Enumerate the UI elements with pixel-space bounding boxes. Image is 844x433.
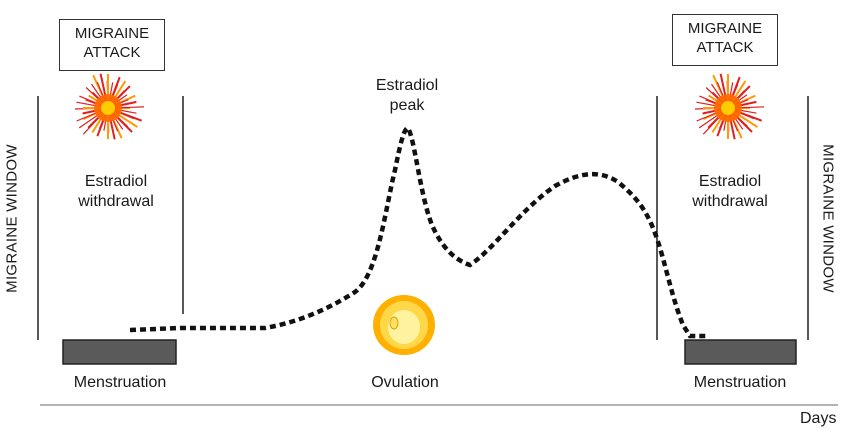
migraine-burst-icon (694, 73, 765, 140)
menstruation-label-left: Menstruation (73, 374, 167, 391)
withdrawal-line1: Estradiol (84, 173, 148, 190)
peak-line1: Estradiol (375, 77, 439, 94)
estradiol-withdrawal-label-left: Estradiol withdrawal (62, 172, 170, 212)
migraine-window-label-left: MIGRAINE WINDOW (3, 144, 21, 293)
ovulation-label: Ovulation (371, 374, 439, 391)
menstruation-label-right: Menstruation (693, 374, 787, 391)
migraine-attack-label-left: MIGRAINE ATTACK (59, 19, 165, 71)
attack-label-line2: ATTACK (83, 44, 141, 61)
ovulation-ovum-icon (373, 295, 435, 355)
menstruation-bar-right (684, 339, 797, 365)
migraine-attack-label-right: MIGRAINE ATTACK (672, 14, 778, 66)
menstruation-bar-left (62, 339, 177, 365)
estradiol-withdrawal-label-right: Estradiol withdrawal (676, 172, 784, 212)
withdrawal-line2: withdrawal (78, 193, 154, 210)
withdrawal-line2: withdrawal (692, 193, 768, 210)
withdrawal-line1: Estradiol (698, 173, 762, 190)
peak-line2: peak (389, 97, 425, 114)
migraine-window-label-right: MIGRAINE WINDOW (819, 144, 837, 293)
migraine-burst-icon (74, 73, 145, 140)
days-axis-label: Days (800, 410, 837, 427)
estradiol-peak-label: Estradiol peak (352, 76, 462, 116)
attack-label-line2: ATTACK (696, 39, 754, 56)
migraine-label-line1: MIGRAINE (687, 20, 763, 37)
migraine-label-line1: MIGRAINE (74, 25, 150, 42)
